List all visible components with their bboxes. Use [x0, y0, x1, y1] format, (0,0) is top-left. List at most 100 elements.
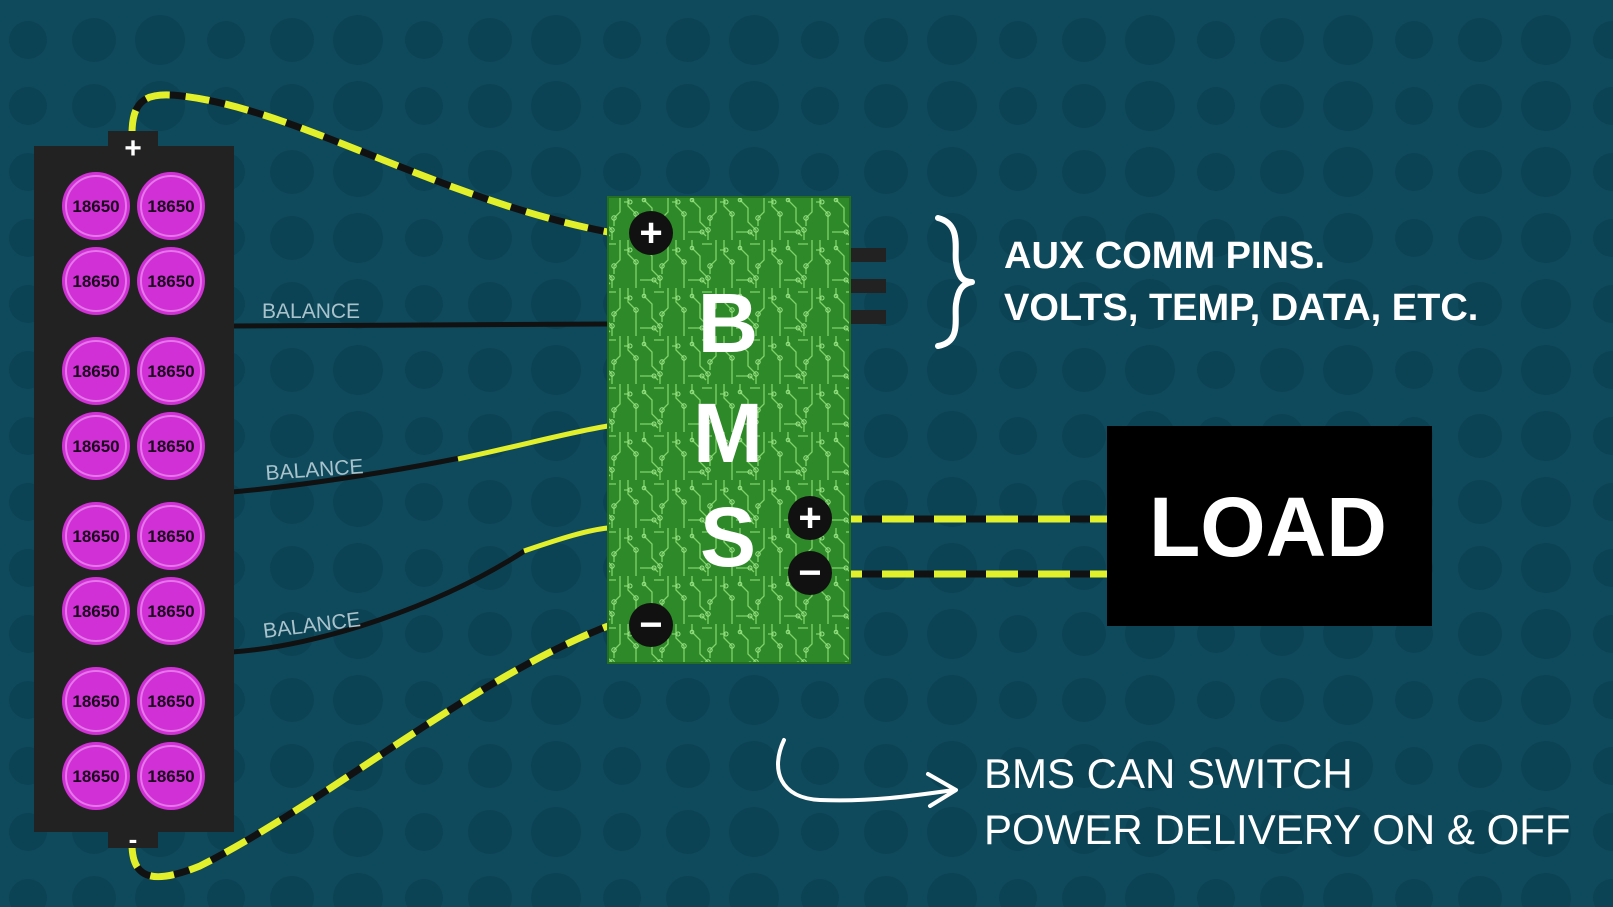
- background-dot: [270, 18, 314, 62]
- negative-terminal-symbol: -: [129, 824, 138, 854]
- background-dot: [135, 15, 185, 65]
- background-dot: [1260, 150, 1304, 194]
- background-dot: [1125, 213, 1175, 263]
- background-dot: [270, 546, 314, 590]
- background-dot: [1323, 807, 1373, 857]
- background-dot: [1395, 219, 1433, 257]
- battery-cell-body: [137, 337, 205, 405]
- background-dot: [864, 744, 908, 788]
- background-dot: [603, 21, 641, 59]
- background-dot: [1593, 153, 1613, 191]
- bms-load-negative-terminal: −: [788, 551, 832, 595]
- background-dot: [531, 279, 581, 329]
- background-dot: [1458, 150, 1502, 194]
- battery-cell: 18650: [62, 337, 130, 405]
- battery-cell-body: [62, 502, 130, 570]
- background-dot: [999, 219, 1037, 257]
- background-dot: [1458, 810, 1502, 854]
- background-dot: [1521, 675, 1571, 725]
- background-dot: [1458, 348, 1502, 392]
- background-dot: [1458, 216, 1502, 260]
- background-dot: [405, 615, 443, 653]
- background-dot: [927, 543, 977, 593]
- background-dot: [1062, 84, 1106, 128]
- background-dot: [1395, 879, 1433, 907]
- background-dot: [1521, 345, 1571, 395]
- background-dot: [999, 615, 1037, 653]
- battery-cell-body: [62, 412, 130, 480]
- background-dot: [1395, 87, 1433, 125]
- battery-cell-body: [137, 577, 205, 645]
- background-dot: [1260, 678, 1304, 722]
- background-dot: [1458, 480, 1502, 524]
- background-dot: [1062, 744, 1106, 788]
- background-dot: [405, 483, 443, 521]
- background-dot: [1260, 18, 1304, 62]
- background-dot: [1593, 351, 1613, 389]
- background-dot: [207, 21, 245, 59]
- arrow-head-icon: [926, 772, 958, 808]
- background-dot: [1521, 543, 1571, 593]
- background-dot: [1458, 612, 1502, 656]
- background-dot: [1323, 345, 1373, 395]
- background-dot: [1593, 879, 1613, 907]
- background-dot: [405, 417, 443, 455]
- battery-cell-label: 18650: [72, 527, 119, 546]
- background-dot: [666, 18, 710, 62]
- background-dot: [864, 150, 908, 194]
- background-dot: [864, 612, 908, 656]
- bms-battery-positive-terminal: +: [629, 211, 673, 255]
- background-dot: [333, 873, 383, 907]
- background-dot: [405, 21, 443, 59]
- curved-arrow-icon: [776, 738, 956, 803]
- background-dot: [468, 348, 512, 392]
- battery-cell: 18650: [62, 667, 130, 735]
- battery-cell-rim: [140, 415, 202, 477]
- aux-pin-3: [846, 310, 886, 324]
- bms-battery-negative-symbol: −: [639, 603, 662, 647]
- background-dot: [999, 879, 1037, 907]
- background-dot: [603, 681, 641, 719]
- battery-cell: 18650: [137, 337, 205, 405]
- load-rect: [1107, 426, 1432, 626]
- battery-cell: 18650: [137, 667, 205, 735]
- background-dot: [1521, 873, 1571, 907]
- background-dot: [468, 744, 512, 788]
- battery-cell: 18650: [62, 247, 130, 315]
- background-dot: [801, 879, 839, 907]
- background-dot: [333, 345, 383, 395]
- battery-cell-label: 18650: [147, 272, 194, 291]
- background-dot: [801, 681, 839, 719]
- background-dot: [1521, 147, 1571, 197]
- background-dot: [1458, 744, 1502, 788]
- battery-cell-body: [137, 412, 205, 480]
- battery-cell-label: 18650: [147, 692, 194, 711]
- background-dot: [1260, 744, 1304, 788]
- bms-battery-positive-symbol: +: [639, 211, 662, 255]
- background-dot: [927, 675, 977, 725]
- battery-cell-rim: [65, 415, 127, 477]
- background-dot: [405, 747, 443, 785]
- battery-cell: 18650: [137, 172, 205, 240]
- background-dot: [531, 345, 581, 395]
- positive-main-wire: [128, 91, 609, 236]
- background-dot: [1062, 480, 1106, 524]
- background-dot: [927, 147, 977, 197]
- background-dot: [270, 84, 314, 128]
- battery-cell: 18650: [137, 412, 205, 480]
- background-dot: [9, 21, 47, 59]
- background-dot: [729, 15, 779, 65]
- battery-cell-label: 18650: [72, 272, 119, 291]
- background-dot: [468, 18, 512, 62]
- background-dot: [468, 84, 512, 128]
- background-dot: [270, 480, 314, 524]
- battery-cell-label: 18650: [72, 437, 119, 456]
- background-dot: [72, 84, 116, 128]
- background-dot: [801, 153, 839, 191]
- aux-pin-2: [846, 279, 886, 293]
- background-dot: [1062, 612, 1106, 656]
- background-dot: [1593, 21, 1613, 59]
- battery-cell: 18650: [62, 577, 130, 645]
- background-dot: [333, 15, 383, 65]
